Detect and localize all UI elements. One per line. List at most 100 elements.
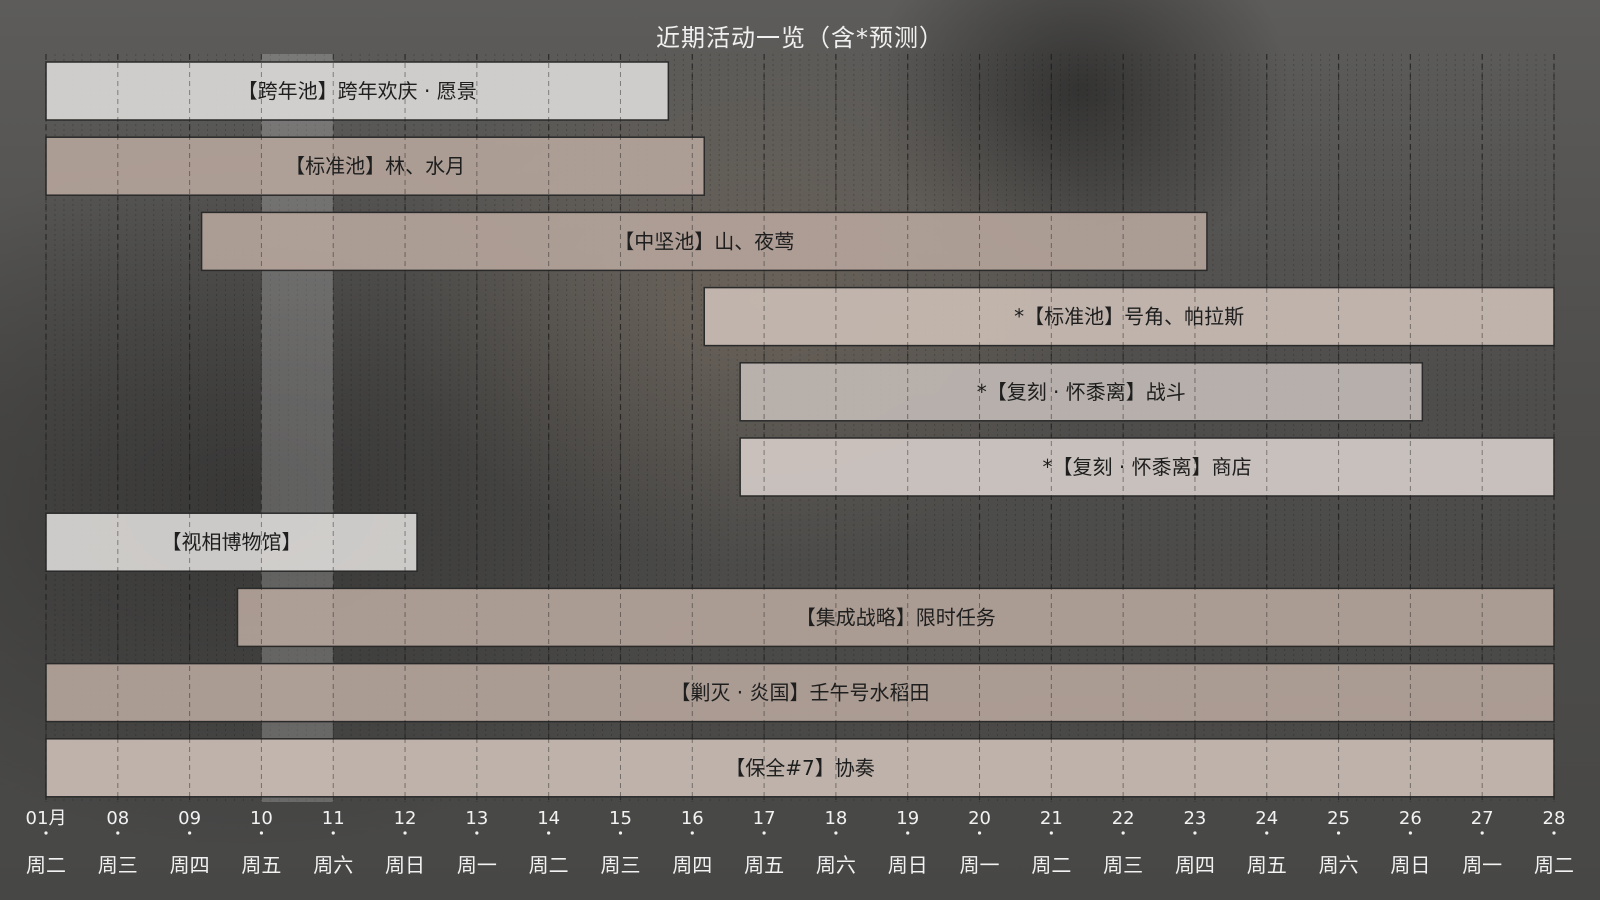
- x-tick-date: 18: [824, 808, 847, 829]
- event-label: *【复刻 · 怀黍离】商店: [1043, 455, 1252, 479]
- event-bar: [739, 437, 1555, 497]
- x-tick-weekday: 周一: [1462, 853, 1502, 877]
- event-bar: [703, 286, 1555, 347]
- x-tick-mark: [834, 831, 838, 835]
- x-tick-mark: [331, 831, 335, 835]
- x-tick-mark: [1265, 831, 1269, 835]
- chart-title: 近期活动一览（含*预测）: [656, 24, 944, 52]
- x-tick-weekday: 周三: [98, 853, 138, 877]
- event-label: 【保全#7】协奏: [725, 756, 874, 780]
- x-tick-date: 11: [322, 808, 345, 829]
- x-tick-weekday: 周二: [1534, 853, 1574, 877]
- event-bar: [45, 136, 706, 196]
- x-tick-weekday: 周五: [241, 853, 281, 877]
- x-tick-mark: [906, 831, 910, 835]
- x-tick-weekday: 周一: [457, 853, 497, 877]
- x-tick-weekday: 周二: [1031, 853, 1071, 877]
- x-tick-date: 10: [250, 808, 273, 829]
- x-tick-mark: [475, 831, 479, 835]
- event-label: 【标准池】林、水月: [285, 154, 465, 178]
- x-tick-weekday: 周日: [385, 853, 425, 877]
- event-bar: [200, 211, 1208, 272]
- x-tick-mark: [690, 831, 694, 835]
- event-label: 【中坚池】山、夜莺: [614, 229, 794, 253]
- event-bar-group: *【标准池】号角、帕拉斯: [703, 286, 1555, 347]
- x-tick-mark: [618, 831, 623, 835]
- event-bar: [45, 738, 1555, 798]
- x-tick-mark: [977, 831, 982, 835]
- x-tick-weekday: 周六: [313, 853, 353, 877]
- event-label: 【集成战略】限时任务: [796, 605, 996, 629]
- grid-overlay: [45, 54, 1555, 802]
- x-tick-date: 01月: [26, 808, 67, 829]
- event-bar-group: *【复刻 · 怀黍离】商店: [739, 437, 1555, 497]
- x-tick-weekday: 周四: [1175, 853, 1215, 877]
- event-label: *【标准池】号角、帕拉斯: [1014, 305, 1244, 329]
- x-tick-mark: [259, 831, 264, 835]
- x-tick-date: 22: [1112, 808, 1135, 829]
- event-label: *【复刻 · 怀黍离】战斗: [977, 380, 1186, 404]
- event-bar-group: *【复刻 · 怀黍离】战斗: [739, 362, 1424, 422]
- x-tick-weekday: 周二: [529, 853, 569, 877]
- x-tick-mark: [44, 831, 48, 835]
- event-bar-group: 【视相博物馆】: [45, 512, 418, 572]
- x-tick-mark: [1049, 831, 1053, 835]
- event-label: 【跨年池】跨年欢庆 · 愿景: [238, 79, 477, 103]
- event-bar-group: 【保全#7】协奏: [45, 738, 1555, 798]
- x-tick-date: 19: [896, 808, 919, 829]
- event-bar: [236, 587, 1555, 648]
- event-bar: [739, 362, 1424, 422]
- x-tick-weekday: 周日: [888, 853, 928, 877]
- event-bar: [45, 662, 1555, 723]
- x-tick-date: 23: [1183, 808, 1206, 829]
- x-tick-date: 14: [537, 808, 560, 829]
- x-tick-date: 24: [1255, 808, 1278, 829]
- x-tick-weekday: 周一: [960, 853, 1000, 877]
- x-tick-weekday: 周二: [26, 853, 66, 877]
- event-bar-group: 【跨年池】跨年欢庆 · 愿景: [45, 61, 670, 121]
- x-tick-date: 09: [178, 808, 201, 829]
- event-bar: [45, 61, 670, 121]
- x-tick-mark: [1480, 831, 1484, 835]
- x-tick-mark: [1193, 831, 1197, 835]
- x-tick-weekday: 周五: [744, 853, 784, 877]
- event-bars: 【跨年池】跨年欢庆 · 愿景【标准池】林、水月【中坚池】山、夜莺 *【标准池】号角…: [45, 61, 1555, 798]
- x-tick-date: 13: [465, 808, 488, 829]
- x-tick-date: 25: [1327, 808, 1350, 829]
- x-tick-date: 17: [753, 808, 776, 829]
- x-tick-weekday: 周日: [1390, 853, 1430, 877]
- x-tick-mark: [403, 831, 407, 835]
- x-tick-date: 20: [968, 808, 991, 829]
- x-tick-date: 15: [609, 808, 632, 829]
- x-tick-mark: [188, 831, 192, 835]
- x-tick-weekday: 周六: [816, 853, 856, 877]
- event-bar-group: 【标准池】林、水月: [45, 136, 706, 196]
- x-tick-weekday: 周四: [170, 853, 210, 877]
- x-tick-weekday: 周四: [672, 853, 712, 877]
- x-tick-mark: [762, 831, 766, 835]
- x-tick-weekday: 周六: [1319, 853, 1359, 877]
- event-label: 【视相博物馆】: [162, 530, 302, 554]
- x-tick-date: 28: [1543, 808, 1566, 829]
- event-bar-group: 【剿灭 · 炎国】壬午号水稻田: [45, 662, 1555, 723]
- x-tick-mark: [1408, 831, 1412, 835]
- x-tick-date: 08: [106, 808, 129, 829]
- x-tick-mark: [1336, 831, 1341, 835]
- x-tick-weekday: 周三: [1103, 853, 1143, 877]
- x-tick-weekday: 周三: [600, 853, 640, 877]
- x-tick-mark: [1121, 831, 1125, 835]
- event-bar-group: 【中坚池】山、夜莺: [200, 211, 1208, 272]
- x-tick-date: 16: [681, 808, 704, 829]
- x-tick-date: 12: [394, 808, 417, 829]
- x-tick-weekday: 周五: [1247, 853, 1287, 877]
- event-label: 【剿灭 · 炎国】壬午号水稻田: [670, 681, 929, 705]
- x-tick-mark: [1552, 831, 1556, 835]
- x-tick-date: 21: [1040, 808, 1063, 829]
- event-bar: [45, 512, 418, 572]
- x-tick-mark: [116, 831, 120, 835]
- x-tick-mark: [547, 831, 551, 835]
- event-bar-group: 【集成战略】限时任务: [236, 587, 1555, 648]
